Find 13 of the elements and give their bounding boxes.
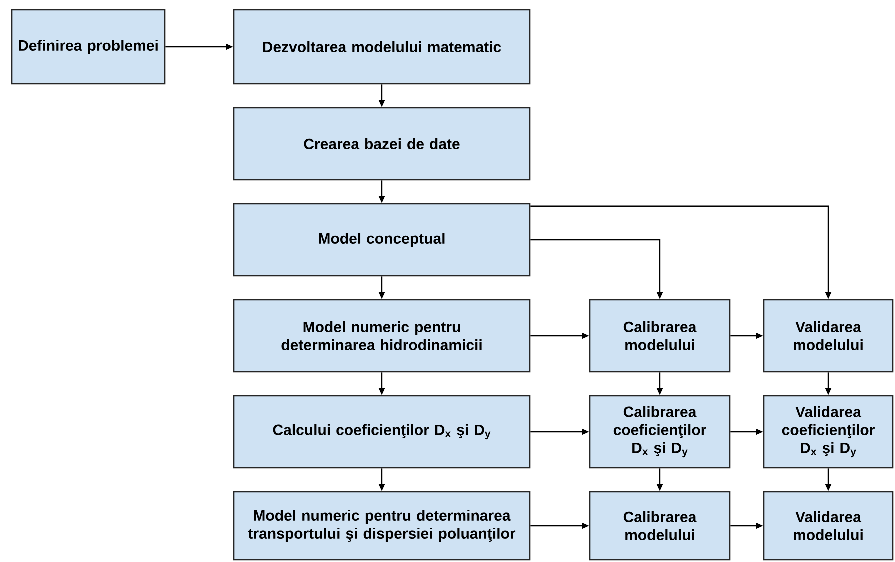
process-box: Validarea modelului — [763, 491, 894, 561]
process-box: Calcului coeficienţilor D$_{x}$ şi D$_{y}$ — [233, 395, 531, 469]
process-box: Crearea bazei de date — [233, 107, 531, 181]
process-box: Model numeric pentru determinarea hidrodinamicii — [233, 299, 531, 373]
process-box: Definirea problemei — [11, 9, 166, 85]
process-box: Validarea coeficienţilor D$_{x}$ şi D$_{y}$ — [763, 395, 894, 469]
process-box: Validarea modelului — [763, 299, 894, 373]
process-box: Calibrarea coeficienţilor D$_{x}$ şi D$_{y}$ — [589, 395, 731, 469]
process-box: Calibrarea modelului — [589, 491, 731, 561]
process-box: Model numeric pentru determinarea transportului şi dispersiei poluanţilor — [233, 491, 531, 561]
process-box: Calibrarea modelului — [589, 299, 731, 373]
process-box: Model conceptual — [233, 203, 531, 277]
process-box: Dezvoltarea modelului matematic — [233, 9, 531, 85]
